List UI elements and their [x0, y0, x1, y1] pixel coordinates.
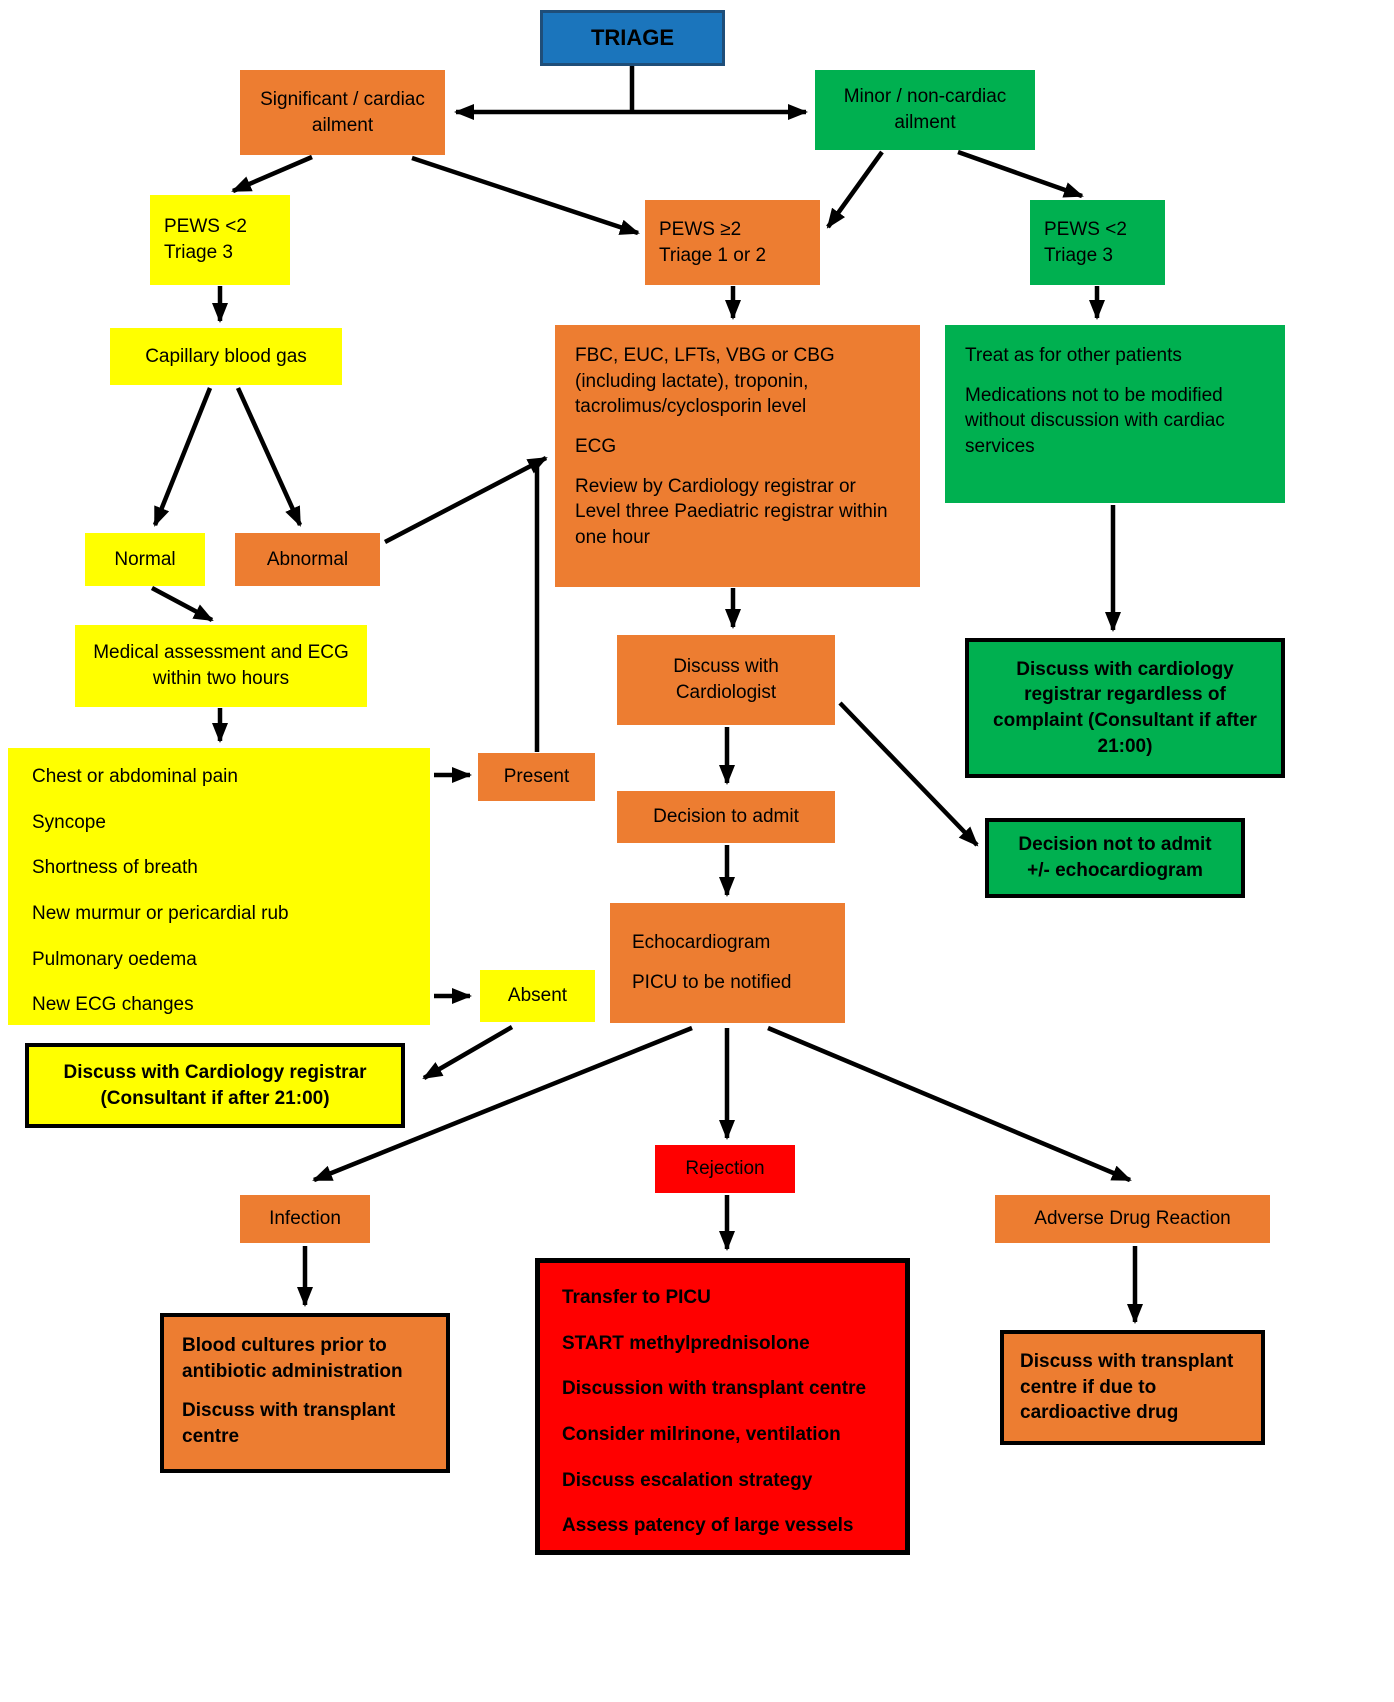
node-echocardiogram: Echocardiogram PICU to be notified — [610, 903, 845, 1023]
decision-not-admit-label: Decision not to admit +/- echocardiogram — [1018, 834, 1212, 881]
node-infection: Infection — [240, 1195, 370, 1243]
workup-ecg: ECG — [575, 435, 617, 457]
arrow-significant-to-pews-low — [231, 154, 313, 194]
treat-other-line2: Medications not to be modified without d… — [965, 384, 1225, 457]
node-present: Present — [478, 753, 595, 801]
blood-cultures-line1: Blood cultures prior to antibiotic admin… — [182, 1335, 403, 1382]
symptom-ecg-changes: New ECG changes — [32, 994, 194, 1016]
symptom-oedema: Pulmonary oedema — [32, 948, 197, 970]
node-discuss-cardiologist: Discuss with Cardiologist — [617, 635, 835, 725]
node-medical-assessment: Medical assessment and ECG within two ho… — [75, 625, 367, 707]
rejection-label: Rejection — [685, 1158, 765, 1180]
node-blood-cultures: Blood cultures prior to antibiotic admin… — [160, 1313, 450, 1473]
arrow-capillary-to-normal — [152, 387, 213, 527]
picu-line-transplant: Discussion with transplant centre — [562, 1378, 867, 1400]
discuss-registrar-regardless-label: Discuss with cardiology registrar regard… — [993, 658, 1257, 757]
picu-line-methylpred: START methylprednisolone — [562, 1332, 810, 1354]
pews-low-right-line1: PEWS <2 — [1044, 218, 1127, 240]
node-triage: TRIAGE — [540, 10, 725, 66]
discuss-registrar-label: Discuss with Cardiology registrar (Consu… — [63, 1061, 367, 1109]
node-transplant-cardioactive: Discuss with transplant centre if due to… — [1000, 1330, 1265, 1445]
arrow-capillary-to-abnormal — [235, 387, 303, 527]
node-rejection: Rejection — [655, 1145, 795, 1193]
node-pews-high: PEWS ≥2 Triage 1 or 2 — [645, 200, 820, 285]
node-capillary-blood-gas: Capillary blood gas — [110, 328, 342, 385]
pews-low-right-line2: Triage 3 — [1044, 244, 1113, 266]
symptom-shortness-breath: Shortness of breath — [32, 857, 198, 879]
node-symptom-list: Chest or abdominal pain Syncope Shortnes… — [8, 748, 430, 1025]
minor-label: Minor / non-cardiac ailment — [843, 86, 1007, 133]
pews-low-left-line2: Triage 3 — [164, 242, 233, 263]
infection-label: Infection — [269, 1208, 341, 1230]
absent-label: Absent — [507, 985, 568, 1007]
node-pews-low-right: PEWS <2 Triage 3 — [1030, 200, 1165, 285]
arrow-minor-to-pews-high — [826, 150, 884, 229]
normal-label: Normal — [114, 548, 176, 570]
arrow-normal-to-assessment — [150, 586, 214, 622]
pews-low-left-line1: PEWS <2 — [164, 216, 247, 238]
workup-review: Review by Cardiology registrar or Level … — [575, 475, 888, 548]
adverse-label: Adverse Drug Reaction — [1034, 1208, 1231, 1230]
node-abnormal: Abnormal — [235, 533, 380, 586]
arrow-significant-to-pews-high — [411, 155, 640, 236]
decision-admit-label: Decision to admit — [653, 806, 799, 828]
echo-line2: PICU to be notified — [632, 972, 792, 993]
node-discuss-registrar-regardless: Discuss with cardiology registrar regard… — [965, 638, 1285, 778]
picu-line-milrinone: Consider milrinone, ventilation — [562, 1423, 841, 1445]
picu-line-vessels: Assess patency of large vessels — [562, 1515, 854, 1537]
arrow-echo-to-adverse — [767, 1025, 1132, 1183]
node-significant-cardiac: Significant / cardiac ailment — [240, 70, 445, 155]
node-adverse-drug-reaction: Adverse Drug Reaction — [995, 1195, 1270, 1243]
symptom-murmur: New murmur or pericardial rub — [32, 902, 289, 924]
arrow-cardiologist-to-notadmit — [838, 701, 979, 847]
pews-high-line2: Triage 1 or 2 — [659, 244, 767, 266]
node-normal: Normal — [85, 533, 205, 586]
node-picu-transfer: Transfer to PICU START methylprednisolon… — [535, 1258, 910, 1555]
node-treat-as-other: Treat as for other patients Medications … — [945, 325, 1285, 503]
triage-label: TRIAGE — [590, 25, 675, 51]
capillary-label: Capillary blood gas — [145, 345, 307, 367]
arrow-absent-to-discuss-registrar — [422, 1025, 514, 1080]
treat-other-line1: Treat as for other patients — [965, 345, 1182, 366]
arrow-minor-to-pews-low — [957, 149, 1084, 199]
symptom-syncope: Syncope — [32, 811, 106, 833]
node-discuss-registrar: Discuss with Cardiology registrar (Consu… — [25, 1043, 405, 1128]
workup-labs: FBC, EUC, LFTs, VBG or CBG (including la… — [575, 345, 835, 418]
significant-label: Significant / cardiac ailment — [260, 88, 425, 136]
arrow-abnormal-to-workup — [383, 456, 548, 544]
present-label: Present — [503, 766, 570, 788]
symptom-chest-pain: Chest or abdominal pain — [32, 766, 238, 787]
node-absent: Absent — [480, 970, 595, 1022]
picu-line-escalation: Discuss escalation strategy — [562, 1469, 813, 1491]
picu-line-transfer: Transfer to PICU — [562, 1287, 711, 1308]
pews-high-line1: PEWS ≥2 — [659, 218, 742, 240]
transplant-drug-label: Discuss with transplant centre if due to… — [1020, 1351, 1234, 1424]
node-decision-admit: Decision to admit — [617, 791, 835, 843]
medical-assessment-label: Medical assessment and ECG within two ho… — [93, 642, 349, 689]
echo-line1: Echocardiogram — [632, 932, 771, 954]
node-minor-noncardiac: Minor / non-cardiac ailment — [815, 70, 1035, 150]
node-decision-not-admit: Decision not to admit +/- echocardiogram — [985, 818, 1245, 898]
abnormal-label: Abnormal — [266, 548, 349, 570]
discuss-cardiologist-label: Discuss with Cardiologist — [673, 656, 779, 703]
node-workup: FBC, EUC, LFTs, VBG or CBG (including la… — [555, 325, 920, 587]
node-pews-low-left: PEWS <2 Triage 3 — [150, 195, 290, 285]
blood-cultures-line2: Discuss with transplant centre — [182, 1400, 396, 1447]
